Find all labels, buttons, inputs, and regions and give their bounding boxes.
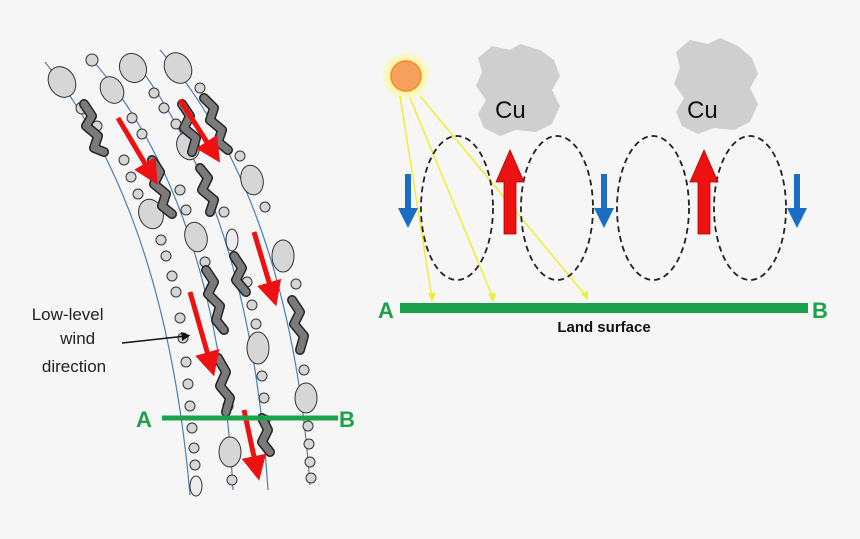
cloud-puff [234, 150, 246, 162]
circulation-roll [420, 135, 494, 281]
cloud-puff [132, 188, 144, 200]
cloud-puff [85, 53, 99, 67]
cloud-puff [182, 378, 194, 390]
cloud-puff [258, 392, 270, 404]
cloud-puff [136, 128, 148, 140]
arrow-up-icon [689, 149, 719, 235]
cloud-puff [160, 250, 172, 262]
wind-label-line-3: direction [42, 357, 106, 376]
cloud-puff [158, 102, 170, 114]
cloud-puff [148, 87, 160, 99]
cloud-puff [303, 438, 315, 450]
cloud-puff [47, 66, 77, 98]
circulation-roll [713, 135, 787, 281]
roll-circulation-panel: Cu Cu A B Land surface [378, 38, 828, 336]
wind-label-line-1: Low-level [32, 305, 104, 324]
cloud-puff [189, 475, 203, 497]
cloud-puff [180, 356, 192, 368]
cloud-puff [166, 270, 178, 282]
arrow-down-icon [398, 174, 418, 228]
cloud-puff [170, 286, 182, 298]
cloud-puff [99, 76, 125, 104]
wind-arrow-icon [115, 116, 158, 185]
circulation-roll [616, 135, 690, 281]
section-label-a-left: A [136, 407, 152, 432]
wind-label: Low-level wind direction [32, 305, 109, 376]
cloud-puff [225, 228, 239, 252]
wind-arrow-icon [187, 291, 220, 377]
section-label-a-right: A [378, 298, 394, 323]
wind-label-line-2: wind [59, 329, 95, 348]
sun-icon [382, 52, 430, 100]
cloud-puff [218, 436, 242, 468]
arrow-down-icon [594, 174, 614, 228]
cloud-puff [184, 400, 196, 412]
wind-arrow-icon [251, 231, 282, 307]
cloud-puff [188, 442, 200, 454]
cloud-puff [256, 370, 268, 382]
wind-arrow-icon [177, 98, 221, 163]
cloud-puff [294, 382, 318, 414]
cloud-puff [240, 164, 264, 196]
cloud-puff [189, 459, 201, 471]
cumulus-cloud-icon [476, 44, 560, 136]
cloud-puff [126, 112, 138, 124]
cloud-puff [163, 52, 193, 84]
arrow-down-icon [787, 174, 807, 228]
cloud-puff [174, 312, 186, 324]
cloud-puff [259, 201, 271, 213]
cloud-puff [246, 331, 270, 365]
cloud-puff [118, 52, 148, 84]
cloud-puff [184, 221, 208, 253]
cloud-puff [304, 456, 316, 468]
cumulus-cloud-icon [674, 38, 758, 134]
cloud-puff [298, 364, 310, 376]
cloud-puff [246, 299, 258, 311]
arrow-up-icon [495, 149, 525, 235]
cloud-puff [177, 332, 189, 344]
cloud-puff [174, 184, 186, 196]
cloud-puff [194, 82, 206, 94]
cloud-puff [118, 154, 130, 166]
sun-ray [399, 95, 433, 299]
sun-ray [409, 97, 494, 299]
cloud-puff [218, 206, 230, 218]
cloud-puff [271, 239, 295, 273]
cloud-puff [226, 474, 238, 486]
cloud-label-2: Cu [687, 97, 718, 124]
cloud-puff [180, 204, 192, 216]
wind-label-leader [121, 332, 191, 344]
cloud-puff [305, 472, 317, 484]
cloud-streets-panel: A B Low-level wind direction [32, 49, 355, 497]
cloud-puff [302, 420, 314, 432]
cloud-puff [155, 234, 167, 246]
sun-ray [419, 95, 587, 297]
cloud-puff [250, 318, 262, 330]
section-label-b-right: B [812, 298, 828, 323]
cloud-label-1: Cu [495, 97, 526, 124]
cloud-puff [290, 278, 302, 290]
land-surface-label: Land surface [557, 319, 650, 336]
cloud-puff [186, 422, 198, 434]
cloud-puff [125, 171, 137, 183]
circulation-roll [520, 135, 594, 281]
section-label-b-left: B [339, 407, 355, 432]
